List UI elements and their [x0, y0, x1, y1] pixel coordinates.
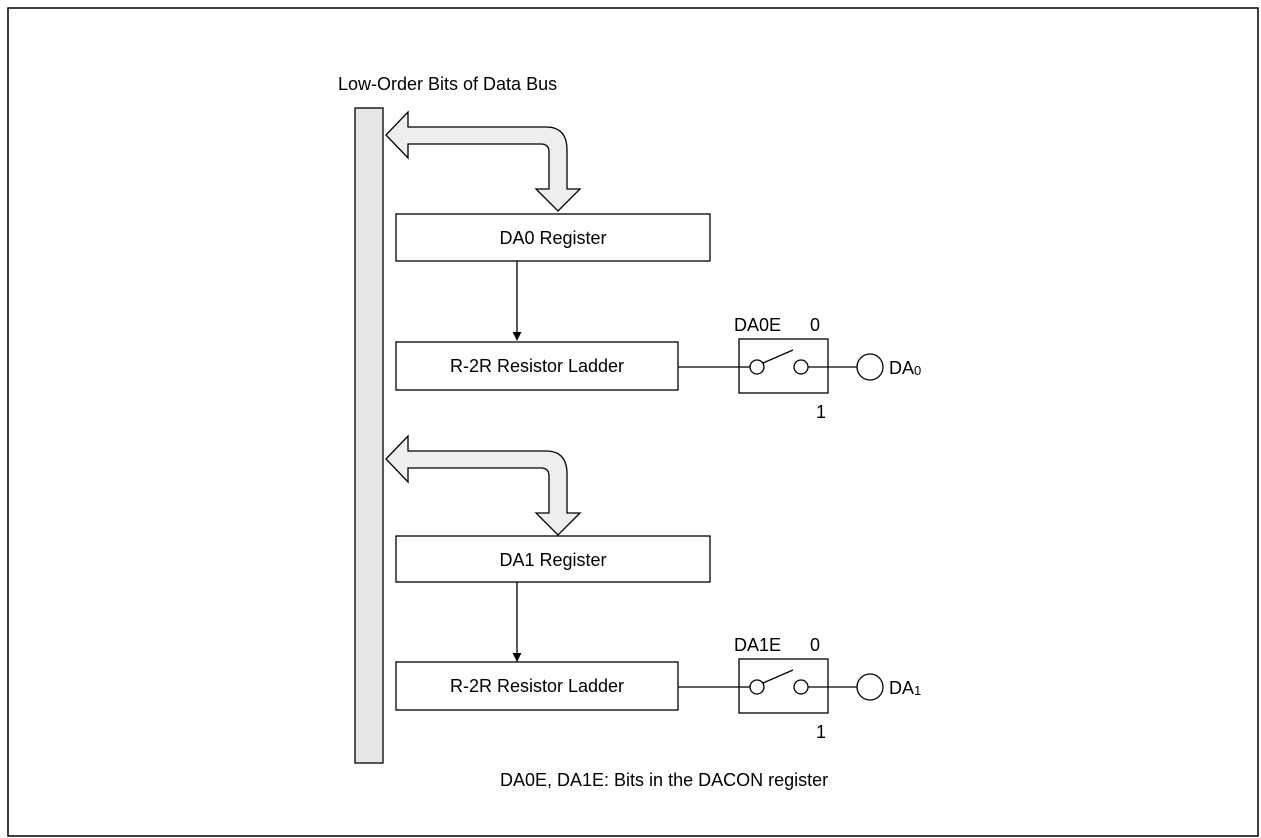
switch-contact-right-1 — [793, 679, 809, 695]
data-bus — [354, 107, 384, 764]
switch-contact-right-0 — [793, 359, 809, 375]
switch-off-value-1: 0 — [810, 635, 820, 655]
output-label-main-1: DA — [889, 678, 914, 698]
switch-bit-label-1: DA1E — [734, 635, 781, 655]
channel-0: DA0 Register R-2R Resistor Ladder DA0E 0… — [385, 110, 921, 422]
da1-register-box — [395, 535, 711, 583]
ladder-label-1: R-2R Resistor Ladder — [450, 676, 624, 696]
output-label-sub-0: 0 — [914, 363, 921, 378]
bus-arrow-0 — [385, 110, 582, 212]
output-label-sub-1: 1 — [914, 683, 921, 698]
switch-on-value-1: 1 — [816, 722, 826, 742]
switch-off-value-0: 0 — [810, 315, 820, 335]
output-label-1: DA1 — [889, 678, 921, 698]
figure-frame — [7, 7, 1259, 837]
output-terminal-1 — [856, 673, 884, 701]
switch-bit-label-0: DA0E — [734, 315, 781, 335]
bus-arrow-1 — [385, 434, 582, 536]
ladder-label-0: R-2R Resistor Ladder — [450, 356, 624, 376]
da0-register-label: DA0 Register — [499, 228, 606, 248]
bus-label: Low-Order Bits of Data Bus — [338, 74, 557, 94]
output-label-0: DA0 — [889, 358, 921, 378]
switch-on-value-0: 1 — [816, 402, 826, 422]
output-label-main-0: DA — [889, 358, 914, 378]
footnote: DA0E, DA1E: Bits in the DACON register — [500, 770, 828, 790]
switch-contact-left-0 — [749, 359, 765, 375]
switch-blade-1 — [762, 669, 794, 684]
switch-blade-0 — [762, 349, 794, 364]
da0-register-box — [395, 213, 711, 262]
ladder-box-1 — [395, 661, 679, 711]
output-terminal-0 — [856, 353, 884, 381]
ladder-box-0 — [395, 341, 679, 391]
switch-contact-left-1 — [749, 679, 765, 695]
da1-register-label: DA1 Register — [499, 550, 606, 570]
channel-1: DA1 Register R-2R Resistor Ladder DA1E 0… — [385, 434, 921, 742]
